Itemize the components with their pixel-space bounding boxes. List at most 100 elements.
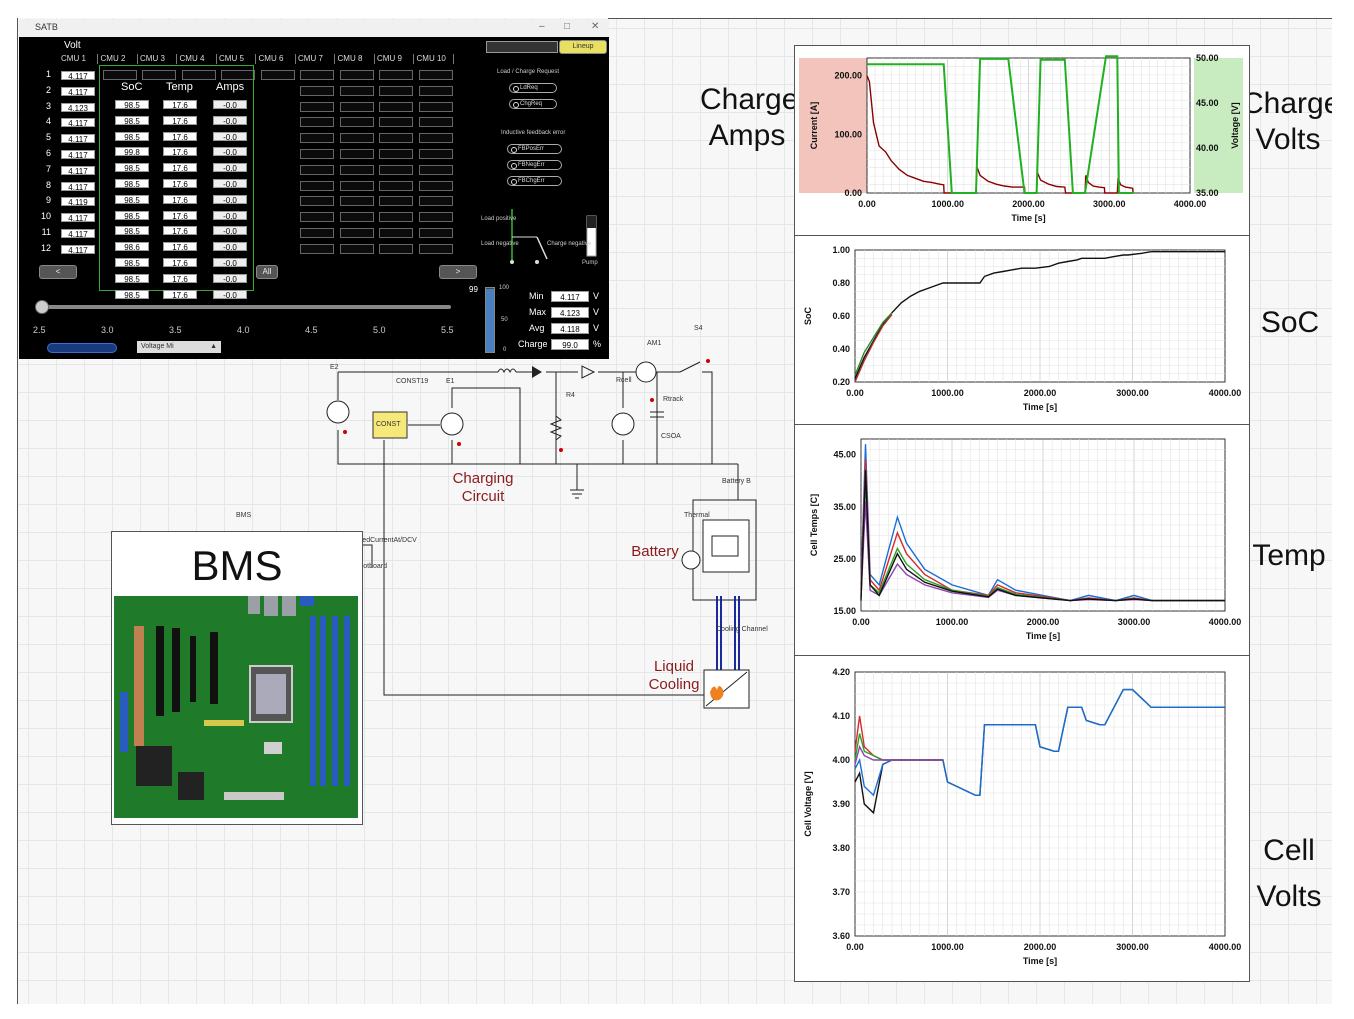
- temp-cell: 17.6: [163, 163, 197, 173]
- grid-cell: [339, 164, 374, 175]
- amps-cell: -0.0: [213, 210, 247, 221]
- bms-block[interactable]: BMS: [111, 531, 363, 825]
- amps-cell: -0.0: [213, 289, 247, 300]
- maximize-icon[interactable]: □: [564, 21, 571, 32]
- series-line: [854, 744, 943, 765]
- cmu-tab[interactable]: CMU 10: [415, 54, 454, 64]
- fbchgerr-radio[interactable]: FBChgErr: [507, 176, 562, 186]
- prev-button[interactable]: <: [39, 265, 77, 279]
- amps-cell: -0.0: [213, 194, 247, 205]
- x-tick-label: 4000.00: [1209, 942, 1242, 952]
- progress-bar: [486, 41, 558, 53]
- y-axis-label: Cell Voltage [V]: [803, 771, 813, 836]
- row-number: 12: [40, 242, 51, 253]
- schematic-label: AM1: [647, 340, 662, 347]
- slider-tick: 5.0: [373, 325, 386, 335]
- const-block[interactable]: CONST: [376, 421, 401, 428]
- schematic-label: E1: [446, 378, 455, 385]
- x-tick-label: 4000.00: [1174, 199, 1207, 209]
- ldreq-radio[interactable]: LdReq: [509, 83, 557, 93]
- voltage-slider-handle[interactable]: [35, 300, 49, 314]
- y-axis-label: Current [A]: [809, 102, 819, 150]
- x-tick-label: 2000.00: [1027, 617, 1060, 627]
- battery-label: Battery: [631, 543, 679, 560]
- x-axis-label: Time [s]: [1026, 631, 1060, 641]
- cmu-tab[interactable]: CMU 5: [217, 54, 256, 64]
- close-icon[interactable]: ✕: [591, 21, 600, 32]
- grid-cell: [418, 196, 453, 207]
- stat-unit: %: [593, 339, 602, 349]
- stat-value: 4.123: [551, 307, 589, 318]
- soc-cell: 98.5: [115, 226, 149, 236]
- y-axis-label: Cell Temps [C]: [809, 494, 819, 556]
- voltage-slider-track[interactable]: [41, 305, 451, 309]
- pump-label: Pump: [582, 260, 598, 266]
- grid-cell: [300, 101, 334, 112]
- cmu-tab[interactable]: CMU 7: [296, 54, 335, 64]
- grid-cell: [339, 101, 374, 112]
- load-positive-label: Load positive: [481, 216, 517, 222]
- stat-label: Avg: [529, 323, 545, 333]
- temp-cell: 17.6: [163, 100, 197, 110]
- screen-bezel: [1332, 0, 1354, 1019]
- soc-cell: 98.5: [115, 179, 149, 189]
- stat-unit: V: [593, 307, 600, 317]
- temp-cell: 17.6: [163, 226, 197, 236]
- fault-title: Inductive feedback error: [501, 130, 566, 136]
- schematic-label: Rcell: [616, 377, 632, 384]
- grid-cell: [379, 70, 413, 80]
- charge-volts-label: Charge Volts: [1242, 87, 1341, 156]
- cmu-tab[interactable]: CMU 1: [59, 54, 98, 64]
- schematic-label: E2: [330, 364, 339, 371]
- grid-cell: [142, 70, 176, 80]
- temp-cell: 17.6: [163, 258, 197, 268]
- stat-unit: V: [593, 323, 600, 333]
- grid-cell: [260, 70, 295, 80]
- soc-cell: 98.5: [115, 115, 149, 126]
- voltage-dropdown[interactable]: Voltage Mi ▲: [137, 341, 221, 353]
- chgreq-radio[interactable]: ChgReq: [509, 99, 557, 109]
- blue-toggle[interactable]: [47, 343, 117, 353]
- grid-cell: [339, 149, 374, 159]
- fbposerr-radio[interactable]: FBPosErr: [507, 144, 562, 154]
- volt-cell: 4.117: [61, 118, 95, 128]
- cmu-tab[interactable]: CMU 9: [375, 54, 414, 64]
- current-axis-band: [799, 58, 867, 193]
- grid-cell: [418, 180, 453, 191]
- cmu-tab[interactable]: CMU 6: [257, 54, 296, 64]
- contactor-switches[interactable]: [479, 204, 609, 274]
- volt-cell: 4.117: [61, 229, 95, 239]
- cmu-tab[interactable]: CMU 8: [336, 54, 375, 64]
- row-number: 1: [45, 69, 51, 79]
- all-button[interactable]: All: [256, 265, 278, 279]
- amps-cell: -0.0: [213, 226, 247, 236]
- temp-cell: 17.6: [163, 210, 197, 221]
- grid-cell: [379, 212, 413, 223]
- y-tick-label: 3.70: [832, 887, 850, 897]
- cmu-tab[interactable]: CMU 2: [99, 54, 138, 64]
- grid-cell: [379, 164, 413, 175]
- grid-cell: [102, 70, 137, 80]
- y2-tick-label: 35.00: [1196, 188, 1219, 198]
- fbnegerr-radio[interactable]: FBNegErr: [507, 160, 562, 170]
- cmu-tab[interactable]: CMU 3: [138, 54, 177, 64]
- lineup-button[interactable]: Lineup: [559, 40, 607, 54]
- next-button[interactable]: >: [439, 265, 477, 279]
- grid-cell: [339, 196, 374, 207]
- volt-cell: 4.117: [61, 71, 95, 81]
- y-tick-label: 4.20: [832, 667, 850, 677]
- cmu-tab[interactable]: CMU 4: [178, 54, 217, 64]
- minimize-icon[interactable]: –: [539, 21, 545, 32]
- x-tick-label: 1000.00: [936, 617, 969, 627]
- amps-cell: -0.0: [213, 115, 247, 126]
- grid-cell: [300, 149, 334, 159]
- soc-label: SoC: [1260, 306, 1320, 339]
- grid-cell: [418, 149, 453, 159]
- gauge-tick: 0: [503, 347, 507, 353]
